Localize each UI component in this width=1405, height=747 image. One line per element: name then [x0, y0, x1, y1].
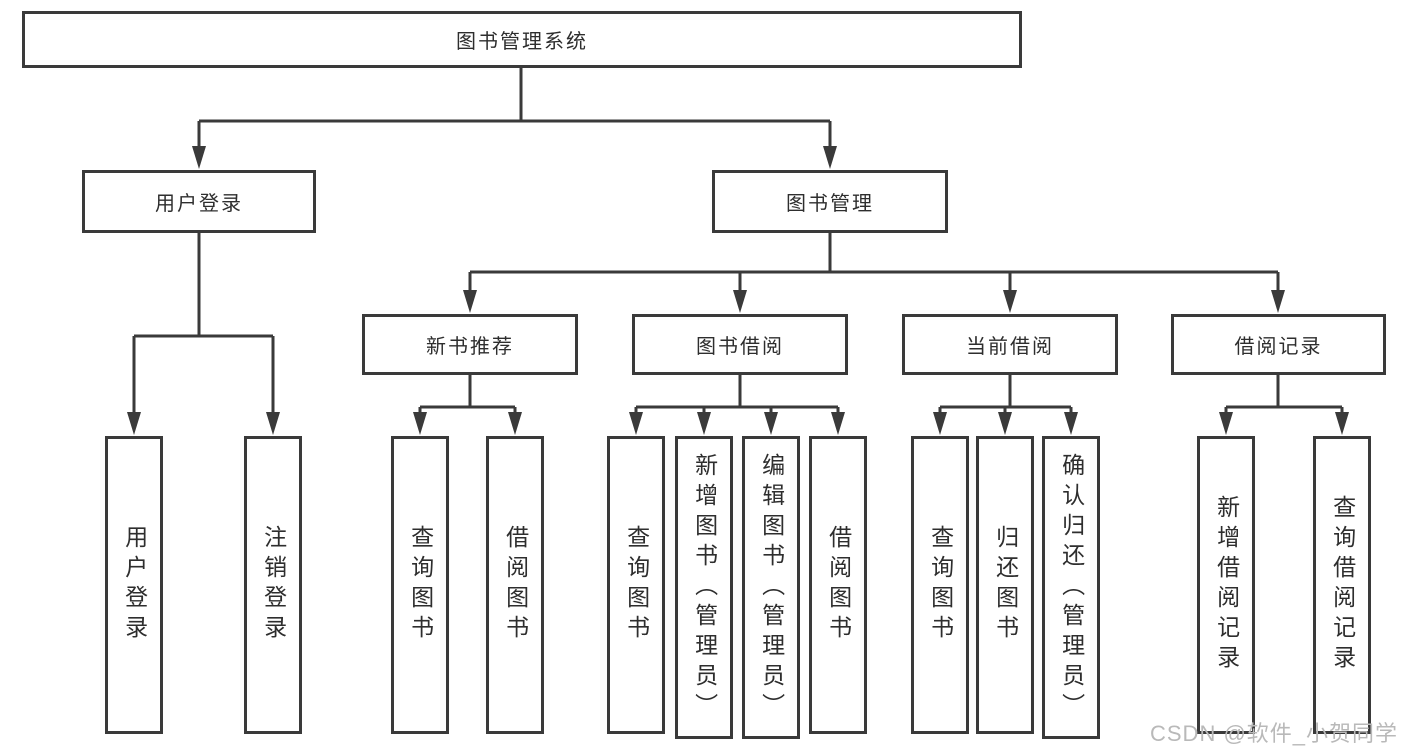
- leaf-borrow-books: 借阅图书: [809, 436, 867, 734]
- node-book-borrow: 图书借阅: [632, 314, 848, 375]
- arrow-icon: [1219, 412, 1233, 435]
- node-current-borrow-label: 当前借阅: [966, 336, 1054, 358]
- leaf-edit-book-admin: 编辑图书（管理员）: [742, 436, 800, 739]
- leaf-borrow-books-label: 借阅图书: [825, 525, 852, 645]
- arrow-icon: [764, 412, 778, 435]
- leaf-borrow-books-recommend-label: 借阅图书: [502, 525, 529, 645]
- arrow-icon: [266, 412, 280, 435]
- node-book-borrow-label: 图书借阅: [696, 336, 784, 358]
- leaf-query-books-borrow: 查询图书: [607, 436, 665, 734]
- leaf-edit-book-admin-label: 编辑图书（管理员）: [758, 452, 785, 723]
- arrow-icon: [1271, 290, 1285, 313]
- node-root: 图书管理系统: [22, 11, 1022, 68]
- node-borrow-records-label: 借阅记录: [1234, 336, 1323, 358]
- leaf-query-books-current: 查询图书: [911, 436, 969, 734]
- leaf-add-borrow-record-label: 新增借阅记录: [1213, 495, 1240, 675]
- node-current-borrow: 当前借阅: [902, 314, 1118, 375]
- arrow-icon: [697, 412, 711, 435]
- leaf-confirm-return-admin-label: 确认归还（管理员）: [1058, 452, 1085, 723]
- arrow-icon: [192, 146, 206, 169]
- arrow-icon: [508, 412, 522, 435]
- arrow-icon: [1003, 290, 1017, 313]
- leaf-query-books-recommend: 查询图书: [391, 436, 449, 734]
- leaf-add-borrow-record: 新增借阅记录: [1197, 436, 1255, 734]
- leaf-add-book-admin: 新增图书（管理员）: [675, 436, 733, 739]
- leaf-user-login: 用户登录: [105, 436, 163, 734]
- leaf-query-books-current-label: 查询图书: [927, 525, 954, 645]
- leaf-add-book-admin-label: 新增图书（管理员）: [691, 452, 718, 723]
- leaf-return-books: 归还图书: [976, 436, 1034, 734]
- arrow-icon: [933, 412, 947, 435]
- leaf-logout: 注销登录: [244, 436, 302, 734]
- arrow-icon: [733, 290, 747, 313]
- node-new-book-recommend: 新书推荐: [362, 314, 578, 375]
- leaf-borrow-books-recommend: 借阅图书: [486, 436, 544, 734]
- leaf-query-books-borrow-label: 查询图书: [623, 525, 650, 645]
- node-user-login: 用户登录: [82, 170, 316, 233]
- arrow-icon: [127, 412, 141, 435]
- node-new-book-recommend-label: 新书推荐: [426, 336, 514, 358]
- arrow-icon: [823, 146, 837, 169]
- node-book-management-label: 图书管理: [786, 193, 874, 215]
- arrow-icon: [831, 412, 845, 435]
- leaf-confirm-return-admin: 确认归还（管理员）: [1042, 436, 1100, 739]
- leaf-return-books-label: 归还图书: [992, 525, 1019, 645]
- leaf-query-books-recommend-label: 查询图书: [407, 525, 434, 645]
- arrow-icon: [998, 412, 1012, 435]
- node-root-label: 图书管理系统: [456, 31, 588, 53]
- csdn-watermark: CSDN @软件_小贺同学: [1150, 721, 1399, 746]
- leaf-user-login-label: 用户登录: [121, 525, 148, 645]
- leaf-query-borrow-record-label: 查询借阅记录: [1329, 495, 1356, 675]
- node-user-login-label: 用户登录: [155, 193, 243, 215]
- arrow-icon: [1335, 412, 1349, 435]
- arrow-icon: [629, 412, 643, 435]
- leaf-logout-label: 注销登录: [260, 525, 287, 645]
- node-book-management: 图书管理: [712, 170, 948, 233]
- node-borrow-records: 借阅记录: [1171, 314, 1386, 375]
- arrow-icon: [413, 412, 427, 435]
- arrow-icon: [463, 290, 477, 313]
- arrow-icon: [1064, 412, 1078, 435]
- leaf-query-borrow-record: 查询借阅记录: [1313, 436, 1371, 734]
